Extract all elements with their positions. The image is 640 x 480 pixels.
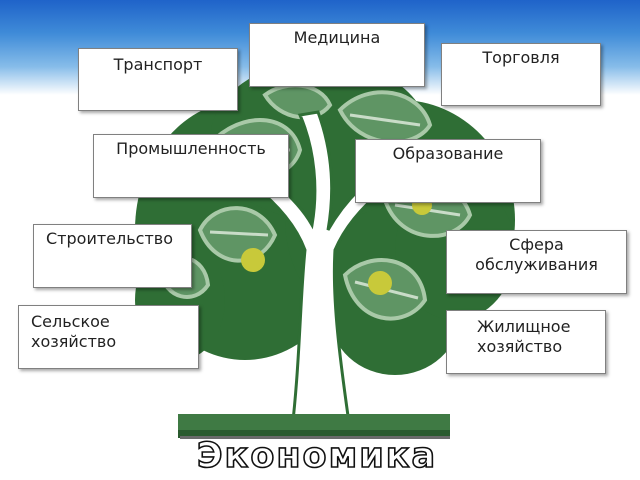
box-services-line2: обслуживания bbox=[475, 255, 598, 274]
box-housing-line2: хозяйство bbox=[477, 337, 563, 356]
box-transport: Транспорт bbox=[78, 48, 238, 111]
box-medicine-label: Медицина bbox=[293, 28, 381, 47]
box-construction: Строительство bbox=[33, 224, 192, 288]
box-education-label: Образование bbox=[392, 144, 504, 163]
box-transport-label: Транспорт bbox=[113, 55, 203, 74]
box-services: Сфера обслуживания bbox=[446, 230, 627, 294]
box-medicine: Медицина bbox=[249, 23, 425, 87]
box-construction-label: Строительство bbox=[46, 229, 173, 248]
box-industry: Промышленность bbox=[93, 134, 289, 198]
box-agriculture: Сельское хозяйство bbox=[18, 305, 199, 369]
box-housing-line1: Жилищное bbox=[477, 317, 571, 336]
diagram-title: Экономика bbox=[196, 435, 438, 477]
box-housing: Жилищное хозяйство bbox=[446, 310, 606, 374]
box-trade-label: Торговля bbox=[482, 48, 560, 67]
box-industry-label: Промышленность bbox=[116, 139, 266, 158]
box-education: Образование bbox=[355, 139, 541, 203]
box-agriculture-line1: Сельское bbox=[31, 312, 110, 331]
tree-base bbox=[178, 414, 450, 439]
box-agriculture-line2: хозяйство bbox=[31, 332, 117, 351]
box-services-line1: Сфера bbox=[509, 235, 564, 254]
box-trade: Торговля bbox=[441, 43, 601, 106]
